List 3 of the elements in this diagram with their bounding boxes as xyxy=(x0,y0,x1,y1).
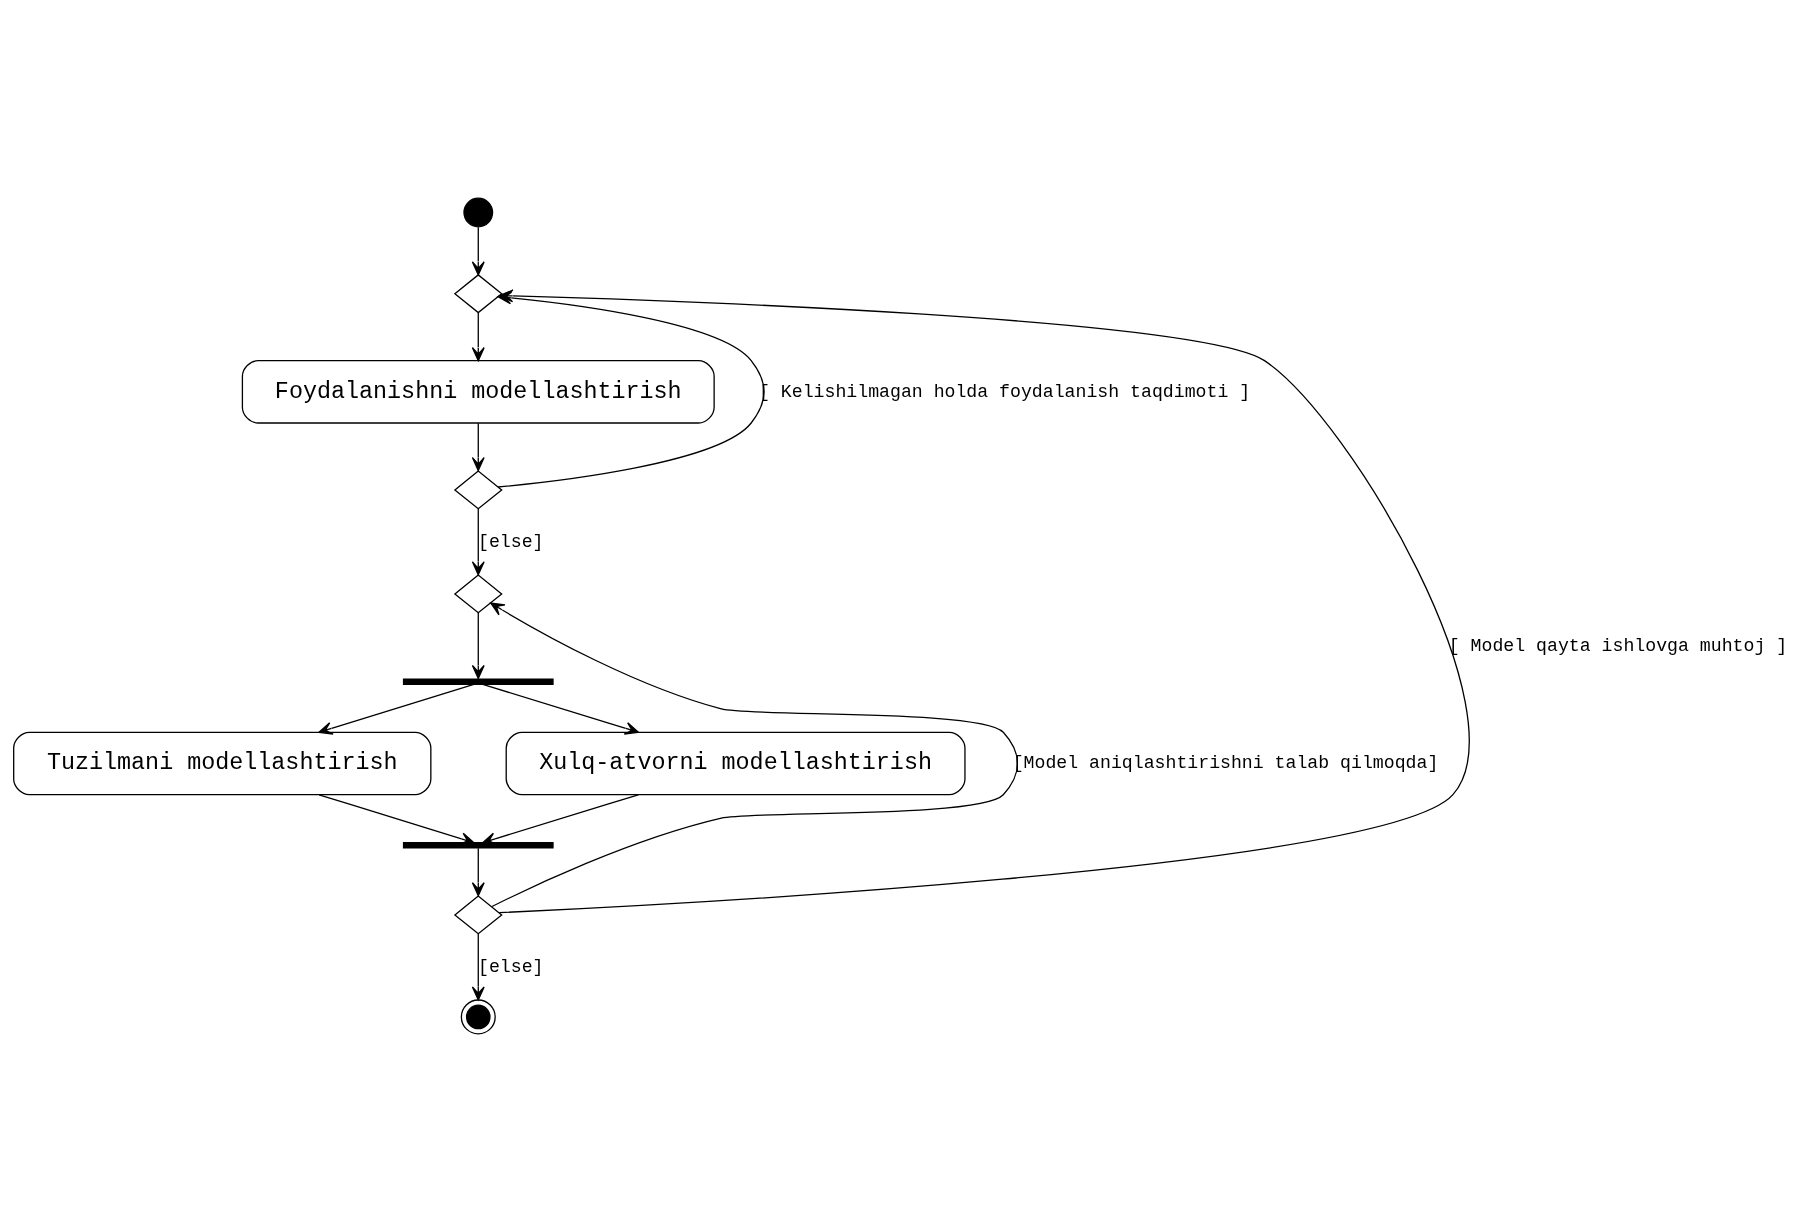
edge-label: [else] xyxy=(478,531,544,552)
edge-label: [else] xyxy=(478,956,544,977)
edge-label: [ Model qayta ishlovga muhtoj ] xyxy=(1448,635,1788,656)
